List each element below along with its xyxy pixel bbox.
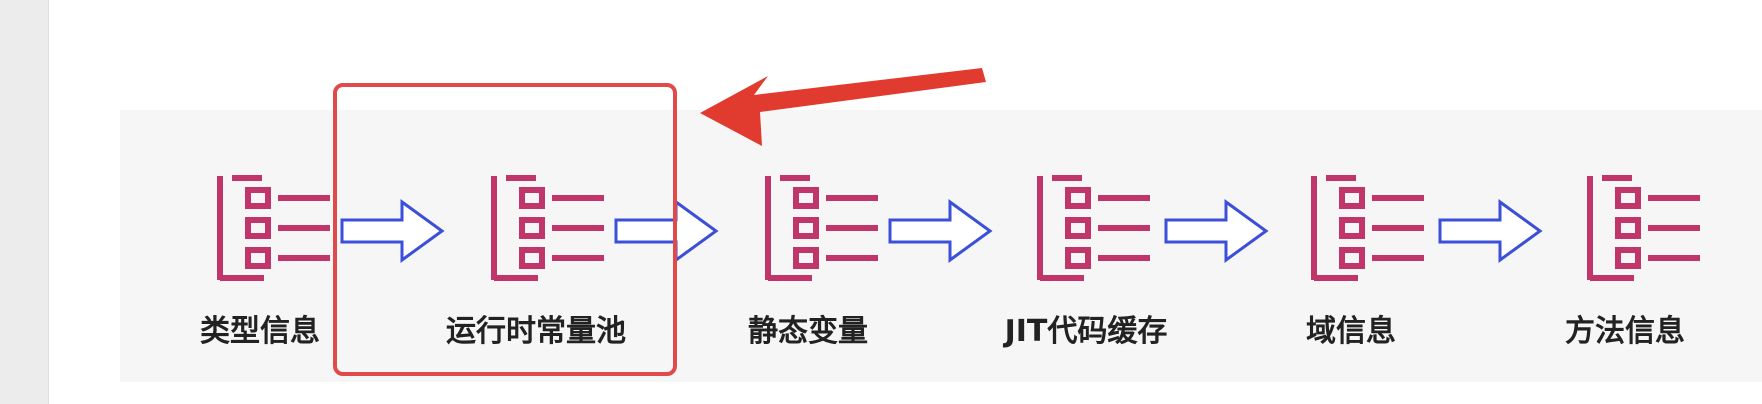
flow-arrow-icon — [888, 199, 993, 263]
diagram-panel — [120, 110, 1762, 382]
flow-arrow-icon — [1164, 199, 1269, 263]
step-label: 方法信息 — [1565, 314, 1685, 349]
list-icon — [1306, 172, 1426, 282]
flow-arrow-icon — [1438, 199, 1543, 263]
step-label: 类型信息 — [200, 314, 320, 349]
list-icon — [760, 172, 880, 282]
flow-arrow-icon — [340, 199, 445, 263]
pointer-arrow-icon — [700, 68, 986, 146]
left-gutter — [0, 0, 49, 404]
list-icon — [486, 172, 606, 282]
list-icon — [1032, 172, 1152, 282]
list-icon — [212, 172, 332, 282]
step-label: 运行时常量池 — [446, 314, 626, 349]
list-icon — [1582, 172, 1702, 282]
step-label: 静态变量 — [748, 314, 868, 349]
step-label: 域信息 — [1306, 314, 1396, 349]
highlight-box — [333, 83, 677, 376]
step-label: JIT代码缓存 — [1004, 314, 1168, 349]
